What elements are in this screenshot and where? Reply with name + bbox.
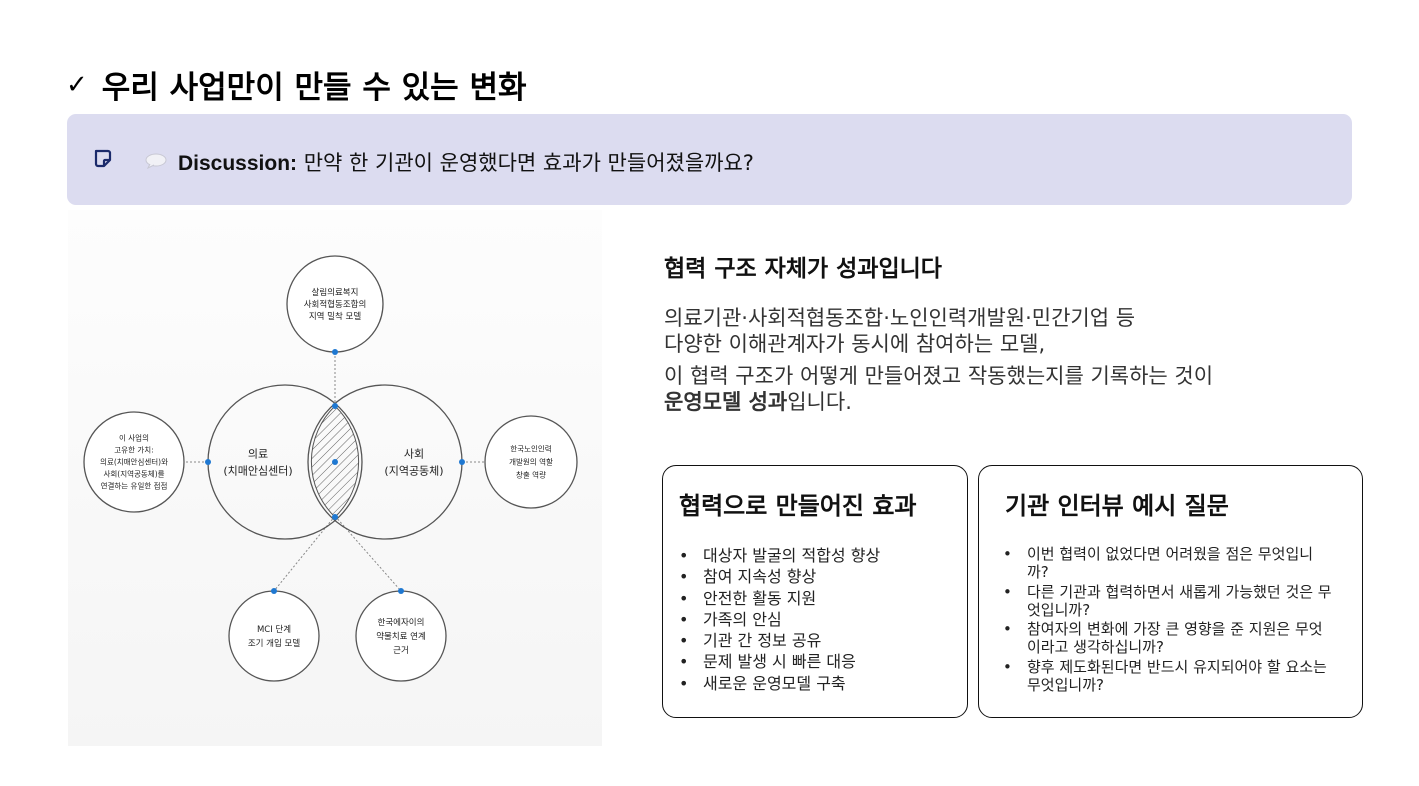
diagram-label-left: 이 사업의 <box>119 433 149 443</box>
para-line-3: 이 협력 구조가 어떻게 만들어졌고 작동했는지를 기록하는 것이 <box>664 364 1214 388</box>
page-title: ✓ 우리 사업만이 만들 수 있는 변화 <box>66 62 527 107</box>
diagram-label-left: 사회(지역공동체)를 <box>103 469 164 479</box>
diagram-label-left: 연결하는 유일한 접점 <box>101 481 168 491</box>
list-item: 안전한 활동 지원 <box>679 588 880 610</box>
para-emphasis: 운영모델 성과 <box>664 390 788 414</box>
para-line-2: 다양한 이해관계자가 동시에 참여하는 모델, <box>664 332 1046 356</box>
diagram-label-medical: 의료 <box>248 447 268 460</box>
diagram-label-top: 살림의료복지 <box>312 287 359 298</box>
diagram-label-top: 사회적협동조합의 <box>304 299 367 310</box>
diagram-label-society: (지역공동체) <box>384 464 443 477</box>
list-item: 향후 제도화된다면 반드시 유지되어야 할 요소는 무엇입니까? <box>1003 658 1333 694</box>
note-icon <box>93 149 113 173</box>
list-item: 다른 기관과 협력하면서 새롭게 가능했던 것은 무엇입니까? <box>1003 583 1333 619</box>
discussion-question: 만약 한 기관이 운영했다면 효과가 만들어졌을까요? <box>297 151 754 175</box>
list-item: 새로운 운영모델 구축 <box>679 673 880 695</box>
diagram-label-bottom-right: 약물치료 연계 <box>376 631 426 642</box>
list-item: 참여자의 변화에 가장 큰 영향을 준 지원은 무엇이라고 생각하십니까? <box>1003 620 1333 656</box>
section-heading: 협력 구조 자체가 성과입니다 <box>664 256 942 282</box>
list-item: 이번 협력이 없었다면 어려웠을 점은 무엇입니까? <box>1003 545 1333 581</box>
right-circle <box>484 415 578 509</box>
connector-dots <box>205 349 465 594</box>
list-item: 가족의 안심 <box>679 609 880 631</box>
list-item: 대상자 발굴의 적합성 향상 <box>679 545 880 567</box>
diagram-label-bottom-right: 한국에자이의 <box>378 617 425 628</box>
diagram-label-medical: (치매안심센터) <box>223 464 292 477</box>
diagram-label-left: 고유한 가치: <box>114 446 153 455</box>
para-line-1: 의료기관·사회적협동조합·노인인력개발원·민간기업 등 <box>664 306 1136 330</box>
check-icon: ✓ <box>66 69 88 100</box>
diagram-label-right: 개발원의 역할 <box>509 457 553 467</box>
left-circle <box>83 411 185 513</box>
bottom-left-circle <box>228 590 320 682</box>
diagram-label-bottom-left: 조기 개입 모델 <box>248 638 301 649</box>
effects-card-title: 협력으로 만들어진 효과 <box>679 492 917 520</box>
questions-card-title: 기관 인터뷰 예시 질문 <box>1005 492 1229 520</box>
diagram-label-top: 지역 밀착 모델 <box>309 311 362 322</box>
diagram-label-left: 의료(치매안심센터)와 <box>100 457 168 467</box>
effects-list: 대상자 발굴의 적합성 향상 참여 지속성 향상 안전한 활동 지원 가족의 안… <box>679 545 880 694</box>
list-item: 기관 간 정보 공유 <box>679 630 880 652</box>
diagram-label-society: 사회 <box>404 447 424 460</box>
discussion-callout: Discussion: 만약 한 기관이 운영했다면 효과가 만들어졌을까요? <box>67 114 1352 205</box>
list-item: 문제 발생 시 빠른 대응 <box>679 651 880 673</box>
para-line-4-rest: 입니다. <box>787 390 852 414</box>
para-line-4: 운영모델 성과입니다. <box>664 390 852 414</box>
discussion-text: Discussion: 만약 한 기관이 운영했다면 효과가 만들어졌을까요? <box>178 147 754 177</box>
discussion-label: Discussion: <box>178 152 298 175</box>
questions-list: 이번 협력이 없었다면 어려웠을 점은 무엇입니까? 다른 기관과 협력하면서 … <box>1003 545 1333 695</box>
questions-card: 기관 인터뷰 예시 질문 이번 협력이 없었다면 어려웠을 점은 무엇입니까? … <box>978 465 1363 718</box>
diagram-label-right: 창출 역량 <box>516 470 546 480</box>
diagram-label-right: 한국노인인력 <box>510 444 551 454</box>
speech-bubble-icon <box>145 153 167 173</box>
diagram-label-bottom-left: MCI 단계 <box>257 624 291 635</box>
list-item: 참여 지속성 향상 <box>679 566 880 588</box>
diagram-label-bottom-right: 근거 <box>393 646 409 656</box>
effects-card: 협력으로 만들어진 효과 대상자 발굴의 적합성 향상 참여 지속성 향상 안전… <box>662 465 968 718</box>
page-title-text: 우리 사업만이 만들 수 있는 변화 <box>101 70 527 106</box>
